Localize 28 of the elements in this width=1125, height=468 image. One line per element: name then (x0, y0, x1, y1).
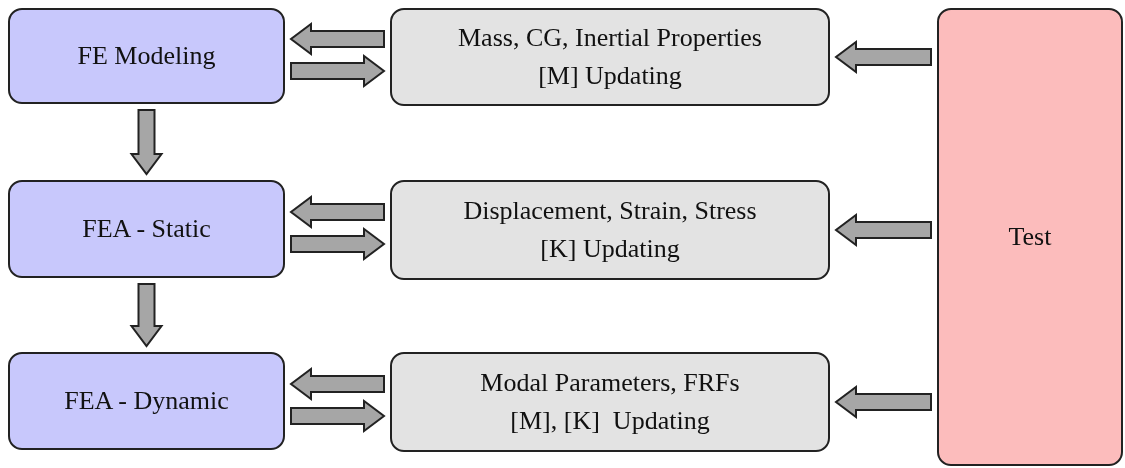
block-arrow (834, 213, 932, 247)
box-label: Test (1008, 221, 1052, 254)
box-label: [K] Updating (540, 233, 680, 265)
process-box (8, 180, 285, 278)
process-box (390, 352, 830, 452)
block-arrow (290, 227, 386, 261)
block-arrow (289, 195, 385, 229)
block-arrow (129, 283, 164, 348)
block-arrow (289, 367, 385, 401)
block-arrow (290, 54, 386, 88)
process-box (390, 8, 830, 106)
process-box (8, 352, 285, 450)
box-label: [M] Updating (538, 60, 682, 92)
box-label: FE Modeling (77, 40, 216, 73)
box-label: FEA - Dynamic (64, 385, 229, 418)
block-arrow (834, 385, 932, 419)
box-label: Displacement, Strain, Stress (463, 195, 757, 228)
process-box (390, 180, 830, 280)
box-label: [M], [K] Updating (510, 405, 710, 437)
block-arrow (290, 399, 386, 433)
test-box (937, 8, 1123, 466)
process-box (8, 8, 285, 104)
box-label: Mass, CG, Inertial Properties (458, 22, 762, 55)
block-arrow (129, 109, 164, 176)
block-arrow (834, 40, 932, 74)
box-label: Modal Parameters, FRFs (480, 367, 740, 400)
block-arrow (289, 22, 385, 56)
box-label: FEA - Static (82, 213, 211, 246)
